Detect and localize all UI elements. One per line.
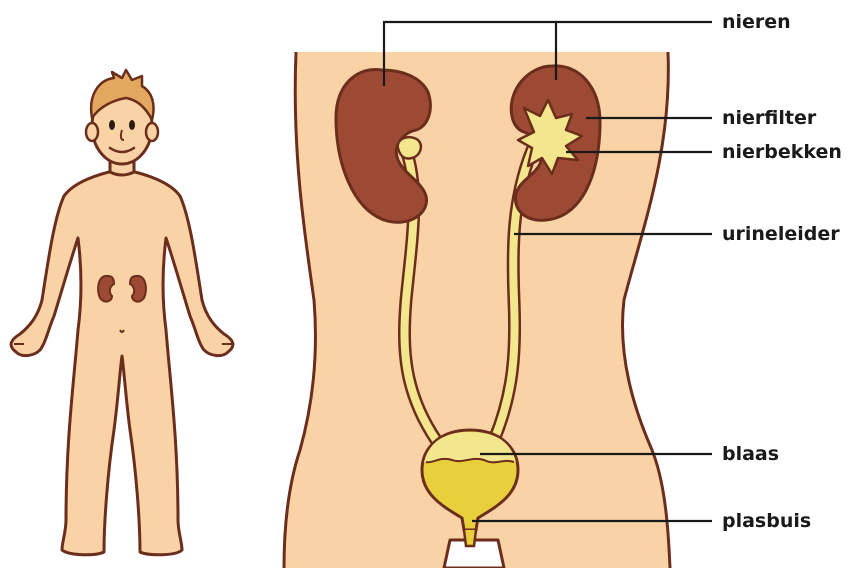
label-blaas: blaas — [722, 443, 779, 465]
label-urineleider: urineleider — [722, 223, 840, 245]
label-nieren: nieren — [722, 11, 791, 33]
urethra — [464, 530, 476, 546]
child-body — [11, 170, 233, 555]
label-nierfilter: nierfilter — [722, 107, 816, 129]
child-ear-left — [86, 123, 98, 141]
child-figure — [11, 70, 233, 555]
pelvis-left — [398, 137, 421, 158]
child-eye-right — [129, 120, 135, 130]
label-nierbekken: nierbekken — [722, 141, 842, 163]
child-ear-right — [146, 123, 158, 141]
label-plasbuis: plasbuis — [722, 510, 811, 532]
child-eye-left — [109, 120, 115, 130]
